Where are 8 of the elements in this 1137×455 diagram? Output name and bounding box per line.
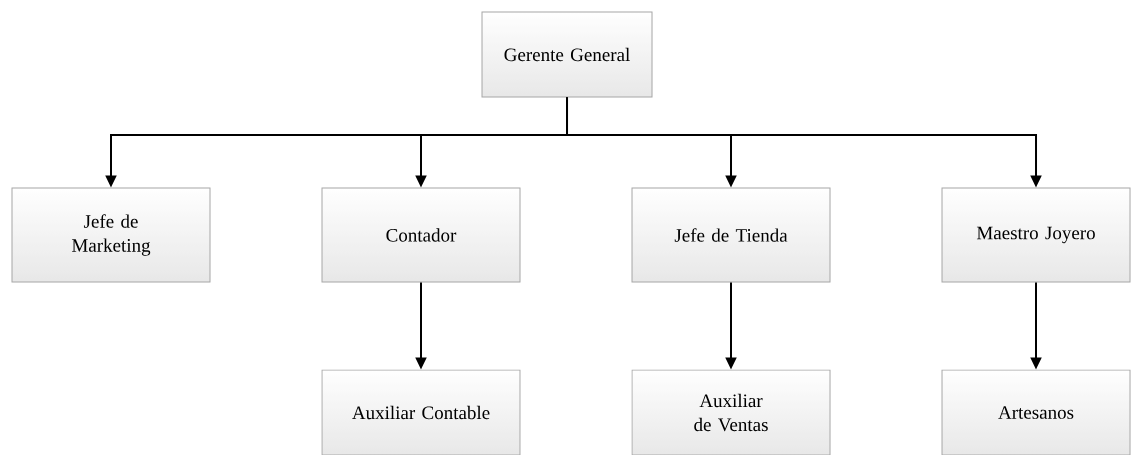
position-box: Contador [321,187,521,283]
position-box: Gerente General [481,11,653,98]
position-box: Jefe de Tienda [631,187,831,283]
position-box: Auxiliar de Ventas [631,369,831,455]
position-box: Auxiliar Contable [321,369,521,455]
position-box: Artesanos [941,369,1131,455]
position-box: Maestro Joyero [941,187,1131,283]
position-box: Jefe de Marketing [11,187,211,283]
